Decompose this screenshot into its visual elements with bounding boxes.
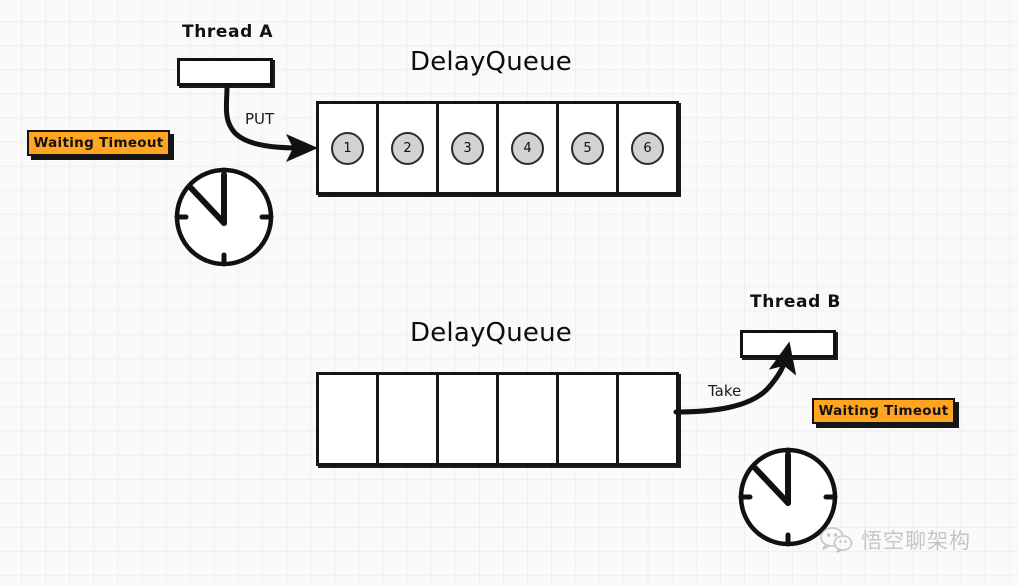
thread-b-title: Thread B	[750, 292, 841, 312]
watermark-text: 悟空聊架构	[861, 529, 971, 553]
wechat-icon	[820, 527, 853, 553]
put-label: PUT	[245, 110, 275, 128]
queue-cell	[616, 372, 679, 466]
thread-a-box	[177, 58, 273, 86]
watermark: 悟空聊架构	[820, 525, 971, 555]
queue-cell: 5	[556, 101, 619, 195]
put-arrow	[223, 84, 318, 162]
queue-cell	[496, 372, 559, 466]
queue-token: 4	[511, 131, 544, 165]
bottom-queue-title: DelayQueue	[410, 318, 572, 348]
waiting-timeout-badge-b: Waiting Timeout	[812, 398, 955, 424]
waiting-timeout-badge-a: Waiting Timeout	[27, 130, 170, 156]
bottom-delay-queue	[316, 372, 679, 466]
top-queue-title: DelayQueue	[410, 47, 572, 77]
clock-b	[738, 447, 838, 547]
queue-cell: 6	[616, 101, 679, 195]
clock-a	[174, 167, 274, 267]
queue-token: 1	[331, 131, 364, 165]
take-label: Take	[708, 382, 742, 400]
take-arrow	[673, 341, 797, 415]
queue-token: 3	[451, 131, 484, 165]
queue-token: 2	[391, 131, 424, 165]
queue-token: 6	[631, 131, 664, 165]
queue-cell	[436, 372, 499, 466]
thread-a-title: Thread A	[182, 22, 274, 42]
queue-token: 5	[571, 131, 604, 165]
queue-cell: 4	[496, 101, 559, 195]
queue-cell	[376, 372, 439, 466]
